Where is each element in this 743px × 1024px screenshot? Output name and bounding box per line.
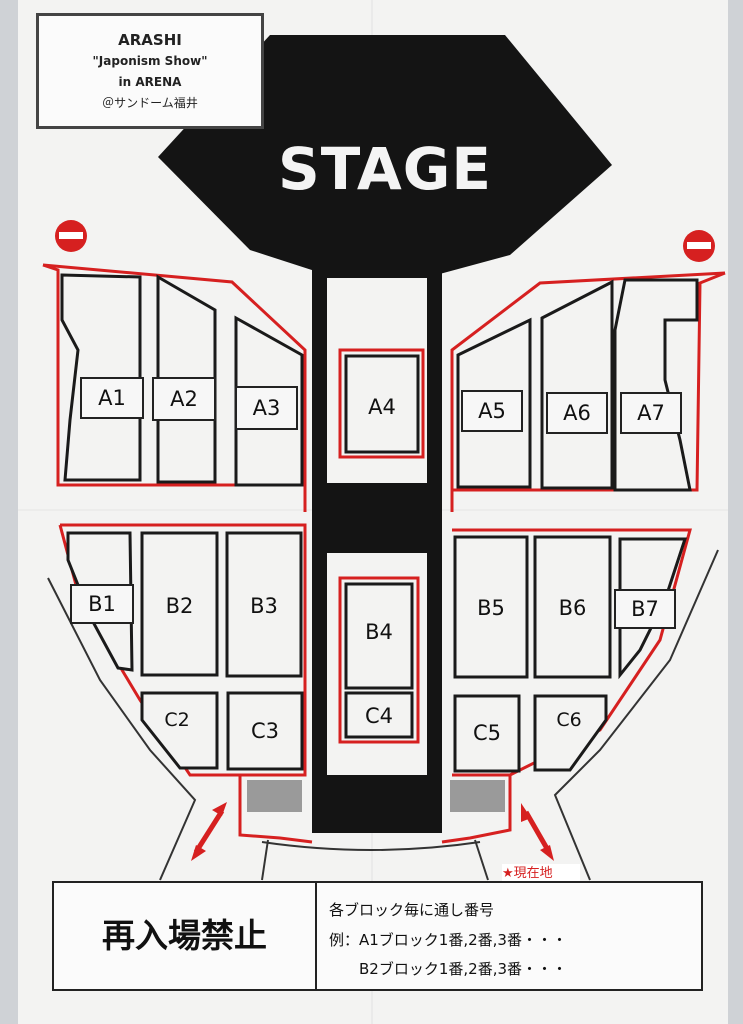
label-c2: C2 [164, 709, 190, 731]
block-b4[interactable] [344, 582, 414, 690]
block-c5[interactable] [453, 694, 521, 773]
label-a6: A6 [546, 392, 608, 434]
numbering-line-1: 各ブロック毎に通し番号 [329, 901, 495, 919]
block-b6[interactable] [533, 535, 612, 679]
label-a7: A7 [620, 392, 682, 434]
exit-arrow-icon [191, 802, 227, 861]
block-c6[interactable] [533, 694, 608, 772]
label-b1: B1 [70, 584, 134, 624]
label-a1: A1 [80, 377, 144, 419]
block-c3[interactable] [226, 691, 304, 771]
label-b4: B4 [365, 620, 393, 644]
label-a2: A2 [152, 377, 216, 421]
gray-area-right [450, 780, 505, 812]
block-c4[interactable] [344, 691, 414, 739]
gray-area-left [247, 780, 302, 812]
seat-numbering-notice: 各ブロック毎に通し番号 例：A1ブロック1番,2番,3番・・・ B2ブロック1番… [317, 881, 703, 991]
exit-arrow-icon [521, 803, 554, 861]
event-title-box: ARASHI "Japonism Show" in ARENA ＠サンドーム福井 [36, 13, 264, 129]
label-a4: A4 [368, 395, 396, 419]
current-location-label: ★現在地 [502, 864, 580, 884]
label-c3: C3 [250, 719, 280, 743]
no-reentry-notice: 再入場禁止 [52, 881, 317, 991]
label-c6: C6 [556, 709, 582, 731]
label-b2: B2 [165, 594, 194, 618]
numbering-line-2: 例：A1ブロック1番,2番,3番・・・ [329, 931, 567, 949]
artist-name: ARASHI [118, 31, 182, 49]
stage-label: STAGE [278, 135, 492, 203]
label-b6: B6 [558, 596, 587, 620]
label-a3: A3 [235, 386, 298, 430]
block-b5[interactable] [453, 535, 529, 679]
stage [158, 35, 612, 284]
block-b2[interactable] [140, 531, 219, 677]
no-entry-icon [683, 230, 715, 262]
tour-name: "Japonism Show" [92, 54, 208, 68]
venue-type: in ARENA [118, 75, 182, 89]
label-c5: C5 [472, 721, 502, 745]
venue-name: ＠サンドーム福井 [102, 96, 198, 110]
label-c4: C4 [364, 704, 394, 728]
route-line [42, 263, 307, 512]
block-a6[interactable] [540, 279, 614, 490]
numbering-line-3: B2ブロック1番,2番,3番・・・ [359, 960, 568, 978]
label-a5: A5 [461, 390, 523, 432]
block-c2[interactable] [140, 691, 219, 770]
label-b3: B3 [250, 594, 278, 618]
label-b7: B7 [614, 589, 676, 629]
no-entry-icon [55, 220, 87, 252]
block-a4[interactable] [344, 354, 420, 454]
label-b5: B5 [477, 596, 505, 620]
block-b3[interactable] [225, 531, 303, 678]
